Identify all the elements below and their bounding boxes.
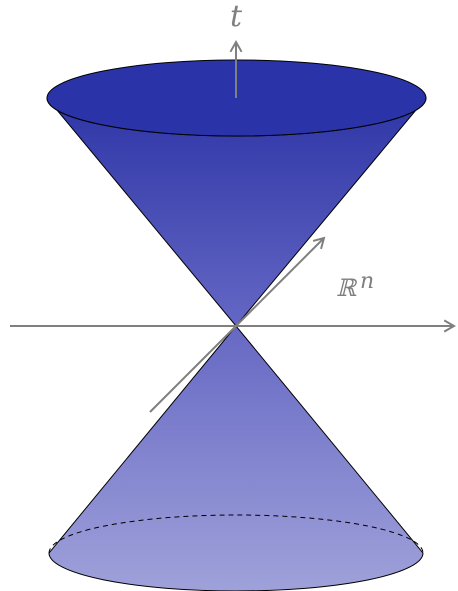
lower-cone-base-back	[48, 514, 424, 554]
time-axis-label: t	[230, 0, 243, 34]
space-axis-diagonal-upper	[235, 236, 326, 327]
space-axis-label-exponent: n	[360, 269, 374, 294]
space-axis-diagonal-lower	[149, 325, 237, 413]
lower-cone	[48, 325, 424, 591]
space-axis-label-base: ℝ	[336, 274, 358, 302]
